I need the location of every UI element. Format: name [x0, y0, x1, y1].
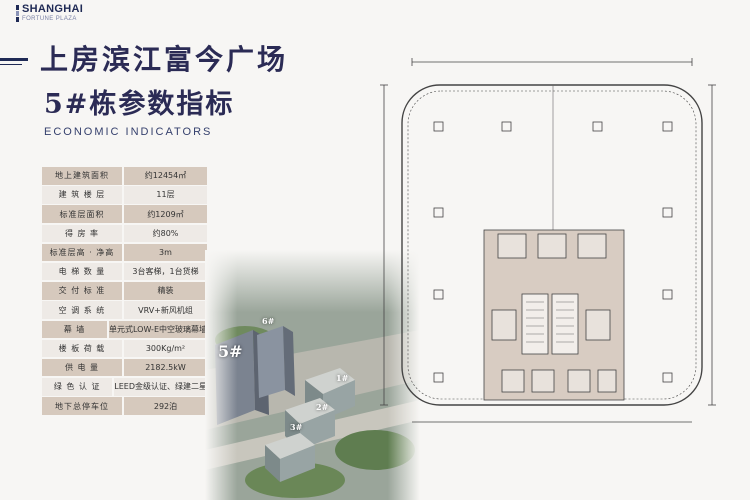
spec-value: 300Kg/m²	[124, 339, 207, 358]
spec-row: 幕 墙单元式LOW-E中空玻璃幕墙	[42, 320, 207, 338]
spec-value: VRV+新风机组	[124, 301, 207, 319]
spec-row: 得 房 率约80%	[42, 224, 207, 243]
brand-sub: FORTUNE PLAZA	[22, 16, 77, 22]
spec-label: 地下总停车位	[42, 397, 122, 415]
spec-value: 11层	[124, 186, 207, 204]
spec-label: 交 付 标 准	[42, 282, 122, 300]
spec-label: 供 电 量	[42, 358, 122, 377]
accent-bar-thin	[0, 64, 22, 65]
brand-bars-icon	[16, 5, 19, 22]
spec-row: 标准层面积约1209㎡	[42, 205, 207, 223]
section-caption: ECONOMIC INDICATORS	[44, 126, 213, 138]
spec-value: 约12454㎡	[124, 167, 207, 185]
spec-label: 建 筑 楼 层	[42, 186, 122, 204]
page-title: 上房滨江富今广场	[40, 43, 289, 76]
spec-label: 标准层高 · 净高	[42, 243, 122, 262]
brand-logo: SHANGHAI FORTUNE PLAZA	[16, 4, 83, 22]
page-subheading: 5#栋参数指标	[44, 89, 235, 120]
brand-name: SHANGHAI	[22, 3, 84, 15]
spec-value: 2182.5kW	[124, 358, 207, 377]
spec-value: 3m	[124, 243, 207, 262]
spec-label: 幕 墙	[42, 320, 107, 338]
spec-row: 地上建筑面积约12454㎡	[42, 167, 207, 185]
accent-bar	[0, 58, 28, 61]
spec-label: 标准层面积	[42, 205, 122, 223]
spec-value: 292泊	[124, 397, 207, 415]
building-2-label: 2#	[316, 402, 329, 412]
building-3-label: 3#	[290, 422, 303, 432]
spec-value: 单元式LOW-E中空玻璃幕墙	[109, 320, 207, 338]
spec-row: 交 付 标 准精装	[42, 282, 207, 300]
spec-value: 3台客梯，1台货梯	[124, 262, 207, 281]
spec-label: 楼 板 荷 载	[42, 339, 122, 358]
spec-value: 精装	[124, 282, 207, 300]
spec-value: LEED金级认证、绿建二星	[114, 378, 207, 396]
building-6-label: 6#	[262, 316, 275, 326]
building-1-label: 1#	[336, 373, 349, 383]
spec-value: 约1209㎡	[124, 205, 207, 223]
floor-plan	[380, 58, 716, 423]
spec-label: 电 梯 数 量	[42, 262, 122, 281]
spec-label: 绿 色 认 证	[42, 378, 113, 396]
spec-label: 地上建筑面积	[42, 167, 122, 185]
spec-value: 约80%	[124, 224, 207, 243]
spec-label: 空 调 系 统	[42, 301, 122, 319]
spec-label: 得 房 率	[42, 224, 122, 243]
building-5-label: 5#	[218, 342, 243, 361]
